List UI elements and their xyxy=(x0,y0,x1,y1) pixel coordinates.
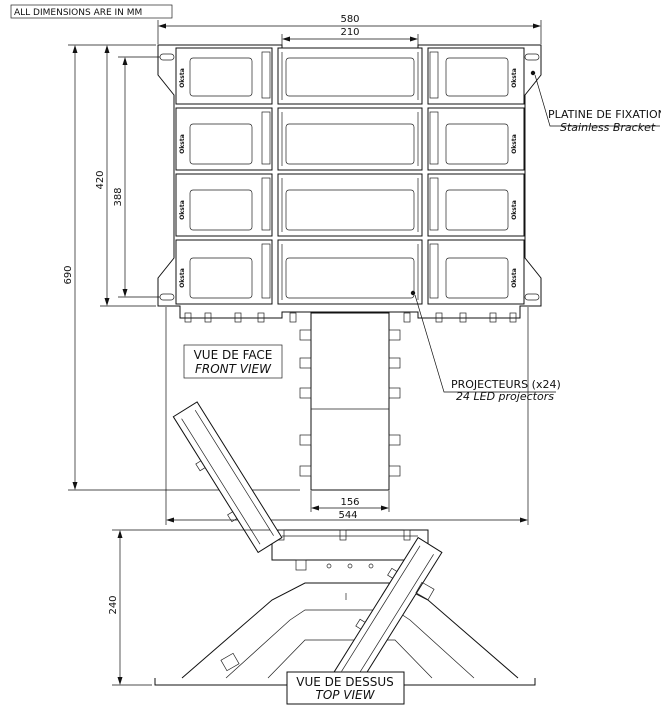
projector-row: Oksta Oksta xyxy=(175,173,525,237)
projector-unit xyxy=(175,47,273,105)
brand-logo: Oksta xyxy=(179,134,186,154)
projectors-label-fr: PROJECTEURS (x24) xyxy=(451,378,561,391)
projector-row: Oksta Oksta xyxy=(175,239,525,305)
front-view: Oksta Oksta Oksta xyxy=(157,44,542,491)
projector-unit xyxy=(427,47,525,105)
projector-unit xyxy=(277,47,423,105)
brand-logo: Oksta xyxy=(179,200,186,220)
projector-unit xyxy=(277,107,423,171)
projector-unit xyxy=(277,239,423,305)
dim-690-label: 690 xyxy=(63,265,74,284)
front-view-title: VUE DE FACE FRONT VIEW xyxy=(183,344,283,379)
projector-unit xyxy=(427,107,525,171)
projector-unit xyxy=(427,173,525,237)
projector-lens xyxy=(285,257,415,299)
dim-544: 544 xyxy=(165,307,529,525)
projectors-label-en: 24 LED projectors xyxy=(456,390,554,403)
projector-lens xyxy=(285,123,415,165)
brand-logo: Oksta xyxy=(179,68,186,88)
bracket-label-fr: PLATINE DE FIXATION xyxy=(548,108,661,121)
brand-logo: Oksta xyxy=(511,200,518,220)
bracket-label-en: Stainless Bracket xyxy=(560,121,656,134)
bottom-lugs xyxy=(184,312,517,323)
dim-580-label: 580 xyxy=(340,14,359,25)
mounting-slot xyxy=(159,53,175,61)
header-note: ALL DIMENSIONS ARE IN MM xyxy=(14,8,142,18)
dim-210: 210 xyxy=(281,27,419,47)
dim-210-label: 210 xyxy=(340,27,359,38)
projector-unit xyxy=(175,173,273,237)
top-view-title: VUE DE DESSUS TOP VIEW xyxy=(286,671,405,705)
dim-420-label: 420 xyxy=(95,170,106,189)
dim-580: 580 xyxy=(157,14,542,44)
front-view-label-en: FRONT VIEW xyxy=(195,362,272,376)
projector-lens xyxy=(189,123,253,165)
mounting-slot xyxy=(524,53,540,61)
support-column xyxy=(299,312,401,491)
mounting-slot xyxy=(159,293,175,301)
projector-unit xyxy=(175,107,273,171)
projector-grid: Oksta Oksta Oksta xyxy=(175,47,525,305)
projector-lens xyxy=(189,57,253,97)
projector-lens xyxy=(189,257,253,299)
dim-420: 420 xyxy=(95,45,156,307)
dim-690: 690 xyxy=(63,44,300,491)
top-view-label-fr: VUE DE DESSUS xyxy=(296,675,393,689)
top-view xyxy=(154,401,536,689)
bracket-callout: PLATINE DE FIXATION Stainless Bracket xyxy=(530,70,661,134)
projector-lens xyxy=(189,189,253,231)
center-projector-bar xyxy=(271,529,429,561)
left-projector-arm xyxy=(172,401,283,554)
column-body xyxy=(310,312,390,491)
dim-240-label: 240 xyxy=(108,595,119,614)
projector-lens xyxy=(445,57,509,97)
dim-388: 388 xyxy=(113,56,160,298)
top-view-label-en: TOP VIEW xyxy=(315,688,375,702)
dim-156-label: 156 xyxy=(340,497,359,508)
dim-240: 240 xyxy=(108,529,270,686)
front-view-label-fr: VUE DE FACE xyxy=(194,348,273,362)
dim-544-label: 544 xyxy=(338,510,357,521)
brand-logo: Oksta xyxy=(179,268,186,288)
projector-lens xyxy=(445,257,509,299)
brand-logo: Oksta xyxy=(511,268,518,288)
projector-row: Oksta Oksta xyxy=(175,107,525,171)
projector-row: Oksta Oksta xyxy=(175,47,525,105)
projector-unit xyxy=(175,239,273,305)
projector-lens xyxy=(445,189,509,231)
mounting-slot xyxy=(524,293,540,301)
projector-lens xyxy=(285,57,415,97)
projector-lens xyxy=(445,123,509,165)
brand-logo: Oksta xyxy=(511,68,518,88)
top-view-frame xyxy=(181,582,519,679)
brand-logo: Oksta xyxy=(511,134,518,154)
dim-156: 156 xyxy=(310,491,390,512)
projector-unit xyxy=(277,173,423,237)
projector-callout: PROJECTEURS (x24) 24 LED projectors xyxy=(410,290,561,403)
header-note-box xyxy=(10,4,173,19)
projector-unit xyxy=(427,239,525,305)
dim-388-label: 388 xyxy=(113,187,124,206)
projector-lens xyxy=(285,189,415,231)
